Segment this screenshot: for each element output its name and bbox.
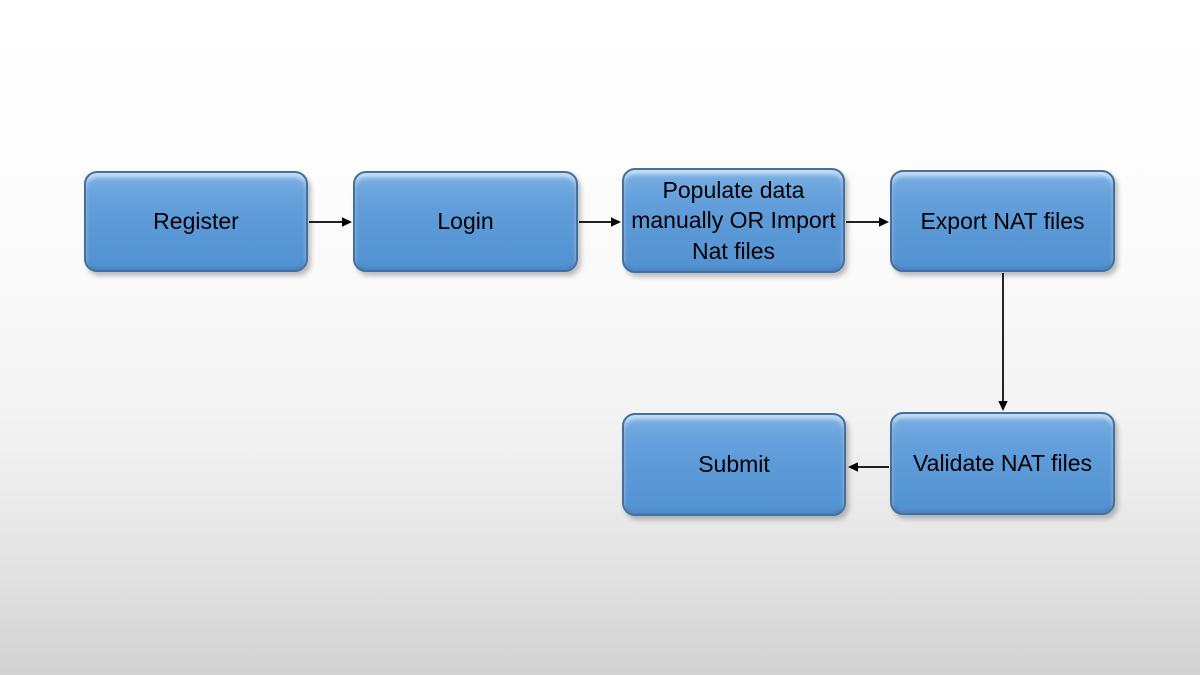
- arrow-register-to-login: [309, 217, 352, 227]
- flow-node-export-nat-files: Export NAT files: [890, 170, 1115, 272]
- flow-node-populate-data: Populate data manually OR Import Nat fil…: [622, 168, 845, 273]
- flow-node-validate-nat-files-label: Validate NAT files: [913, 450, 1092, 477]
- arrow-validate-to-submit: [848, 462, 889, 472]
- flow-node-populate-data-label: Populate data manually OR Import Nat fil…: [631, 176, 836, 264]
- flow-node-submit-label: Submit: [698, 451, 770, 478]
- arrow-populate-to-export: [846, 217, 889, 227]
- flow-node-register: Register: [84, 171, 308, 272]
- flow-node-export-nat-files-label: Export NAT files: [920, 207, 1085, 234]
- flow-node-login: Login: [353, 171, 578, 272]
- flow-node-submit: Submit: [622, 413, 846, 516]
- flow-node-login-label: Login: [437, 208, 494, 235]
- flow-node-register-label: Register: [153, 208, 239, 235]
- arrow-login-to-populate: [579, 217, 621, 227]
- arrow-export-to-validate: [998, 273, 1008, 411]
- flow-node-validate-nat-files: Validate NAT files: [890, 412, 1115, 515]
